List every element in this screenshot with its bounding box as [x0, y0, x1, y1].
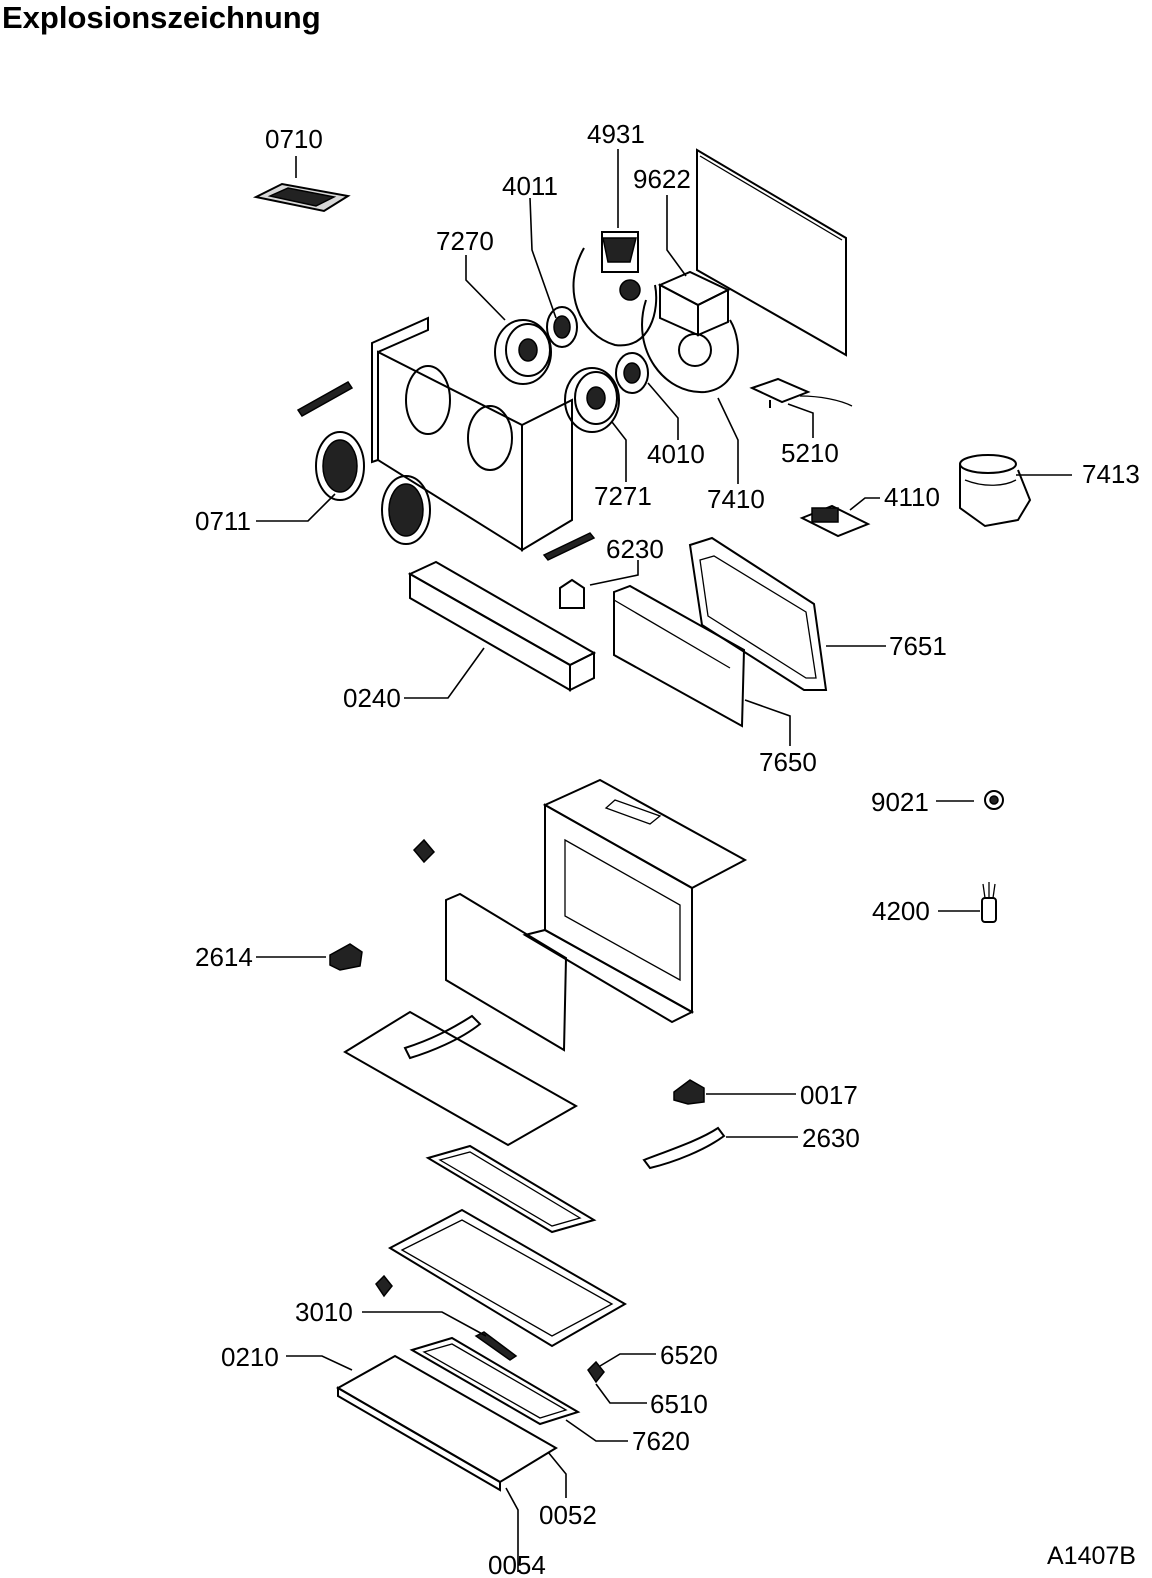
part-label-7410: 7410: [707, 484, 765, 514]
part-7620-shape: [409, 1336, 581, 1426]
part-label-7650: 7650: [759, 747, 817, 777]
part-0210-shape: [335, 1354, 558, 1492]
part-2614-shape: [329, 943, 363, 971]
part-label-0710: 0710: [265, 124, 323, 154]
part-label-4200: 4200: [872, 896, 930, 926]
part-0710-shape: [252, 182, 351, 213]
front-panel-shape: [445, 892, 568, 1052]
part-label-2630: 2630: [802, 1123, 860, 1153]
part-4011-shape: [546, 306, 578, 348]
frame-upper-shape: [425, 1144, 597, 1234]
part-label-9622: 9622: [633, 164, 691, 194]
part-labels: 0710 4931 4011 9622 7270 4010 7271 7410 …: [195, 119, 1140, 1578]
part-label-7651: 7651: [889, 631, 947, 661]
part-7270-shape: [494, 319, 552, 385]
part-4010-shape: [615, 352, 649, 394]
part-label-4010: 4010: [647, 439, 705, 469]
bottom-shell-shape: [387, 1208, 628, 1348]
part-7271-shape: [564, 367, 620, 433]
part-label-6520: 6520: [660, 1340, 718, 1370]
part-label-0210: 0210: [221, 1342, 279, 1372]
part-7650-shape: [613, 584, 746, 728]
diagram-title: Explosionszeichnung: [2, 0, 321, 35]
part-label-9021: 9021: [871, 787, 929, 817]
housing-shape: [412, 778, 748, 1024]
part-9021-shape: [984, 790, 1004, 810]
part-label-0017: 0017: [800, 1080, 858, 1110]
part-label-4110: 4110: [884, 482, 940, 512]
part-6510-shape: [587, 1360, 605, 1384]
part-label-7270: 7270: [436, 226, 494, 256]
part-label-6230: 6230: [606, 534, 664, 564]
part-label-0711: 0711: [195, 506, 251, 536]
part-label-0240: 0240: [343, 683, 401, 713]
part-7651-shape: [688, 536, 828, 691]
part-4110-shape: [799, 504, 871, 538]
part-label-7271: 7271: [594, 481, 652, 511]
part-label-2614: 2614: [195, 942, 253, 972]
part-label-4931: 4931: [587, 119, 645, 149]
part-label-7620: 7620: [632, 1426, 690, 1456]
part-0017-shape: [673, 1079, 705, 1105]
part-5210-shape: [749, 377, 853, 408]
bottom-tray-shape: [343, 1010, 579, 1147]
back-panel-shape: [696, 148, 847, 357]
part-label-3010: 3010: [295, 1297, 353, 1327]
drawing-code: A1407B: [1047, 1542, 1136, 1570]
part-0711-shape: [315, 431, 431, 545]
part-3010-shape: [375, 1274, 518, 1361]
part-label-0054: 0054: [488, 1550, 546, 1578]
part-label-0052: 0052: [539, 1500, 597, 1530]
part-4200-shape: [981, 882, 997, 923]
part-label-5210: 5210: [781, 438, 839, 468]
part-label-4011: 4011: [502, 171, 558, 201]
part-0240-shape: [407, 560, 597, 692]
leader-lines: [256, 149, 1072, 1572]
part-label-6510: 6510: [650, 1389, 708, 1419]
part-7410-shape: [572, 231, 739, 394]
part-2630-shape: [642, 1126, 726, 1170]
part-label-7413: 7413: [1082, 459, 1140, 489]
part-6230-shape: [542, 532, 596, 609]
blower-frame-shape: [296, 316, 573, 552]
part-7413-shape: [959, 454, 1032, 528]
